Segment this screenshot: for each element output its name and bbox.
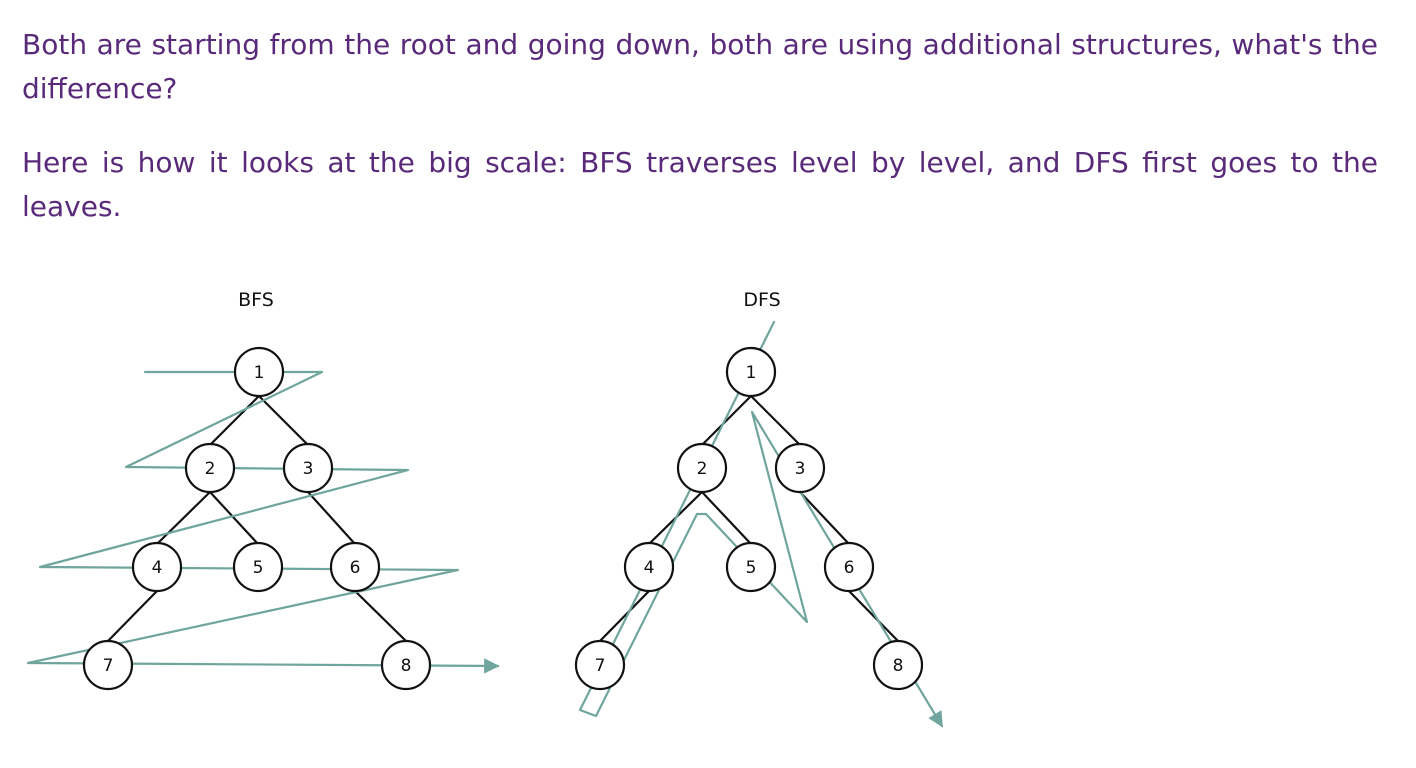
bfs-traversal-path: [26, 370, 500, 674]
intro-paragraph-explanation: Here is how it looks at the big scale: B…: [22, 146, 1378, 223]
bfs-edge-1-2: [209, 395, 260, 446]
bfs-node-5: 5: [232, 541, 284, 593]
bfs-node-4-label: 4: [152, 558, 163, 578]
bfs-node-4: 4: [131, 541, 183, 593]
bfs-tree: BFS 1 2 3 4: [26, 289, 500, 691]
dfs-nodes: 1 2 3 4 5 6 7: [574, 346, 924, 691]
bfs-edge-4-7: [107, 590, 158, 642]
bfs-node-8: 8: [380, 639, 432, 691]
bfs-title: BFS: [238, 289, 274, 311]
dfs-title: DFS: [743, 289, 780, 311]
bfs-node-5-label: 5: [253, 558, 264, 578]
bfs-node-3: 3: [282, 442, 334, 494]
dfs-tree: DFS 1 2 3 4: [574, 289, 944, 728]
dfs-edge-3-6: [799, 491, 850, 545]
bfs-edge-6-8: [354, 590, 407, 642]
dfs-node-2: 2: [676, 442, 728, 494]
dfs-node-5-label: 5: [746, 558, 757, 578]
bfs-node-8-label: 8: [401, 656, 412, 676]
dfs-node-8-label: 8: [893, 656, 904, 676]
bfs-node-3-label: 3: [303, 459, 314, 479]
dfs-node-6-label: 6: [844, 558, 855, 578]
dfs-edge-4-7: [599, 590, 650, 642]
dfs-edge-1-2: [701, 395, 752, 446]
bfs-node-6-label: 6: [350, 558, 361, 578]
bfs-edge-3-6: [307, 491, 356, 545]
bfs-edge-2-5: [209, 491, 259, 545]
dfs-edges: [599, 395, 899, 642]
bfs-nodes: 1 2 3 4 5 6 7: [82, 346, 432, 691]
bfs-dfs-diagram: BFS 1 2 3 4: [26, 289, 944, 728]
bfs-edges: [107, 395, 407, 642]
dfs-traversal-path: [578, 320, 944, 728]
bfs-node-2: 2: [184, 442, 236, 494]
bfs-edge-1-3: [258, 395, 309, 446]
dfs-node-6: 6: [823, 541, 875, 593]
dfs-node-3: 3: [774, 442, 826, 494]
dfs-node-3-label: 3: [795, 459, 806, 479]
dfs-node-1-label: 1: [746, 363, 757, 383]
bfs-edge-2-4: [156, 491, 211, 545]
bfs-node-1: 1: [233, 346, 285, 398]
dfs-node-4: 4: [623, 541, 675, 593]
dfs-node-8: 8: [872, 639, 924, 691]
bfs-node-7: 7: [82, 639, 134, 691]
dfs-node-5: 5: [725, 541, 777, 593]
intro-paragraph-question: Both are starting from the root and goin…: [22, 28, 1378, 105]
dfs-node-2-label: 2: [697, 459, 708, 479]
bfs-node-2-label: 2: [205, 459, 216, 479]
dfs-edge-2-5: [701, 491, 752, 545]
dfs-node-1: 1: [725, 346, 777, 398]
dfs-node-7: 7: [574, 639, 626, 691]
bfs-node-1-label: 1: [254, 363, 265, 383]
dfs-edge-6-8: [848, 590, 899, 642]
dfs-node-4-label: 4: [644, 558, 655, 578]
bfs-node-7-label: 7: [103, 656, 114, 676]
bfs-node-6: 6: [329, 541, 381, 593]
dfs-node-7-label: 7: [595, 656, 606, 676]
dfs-edge-1-3: [750, 395, 801, 446]
